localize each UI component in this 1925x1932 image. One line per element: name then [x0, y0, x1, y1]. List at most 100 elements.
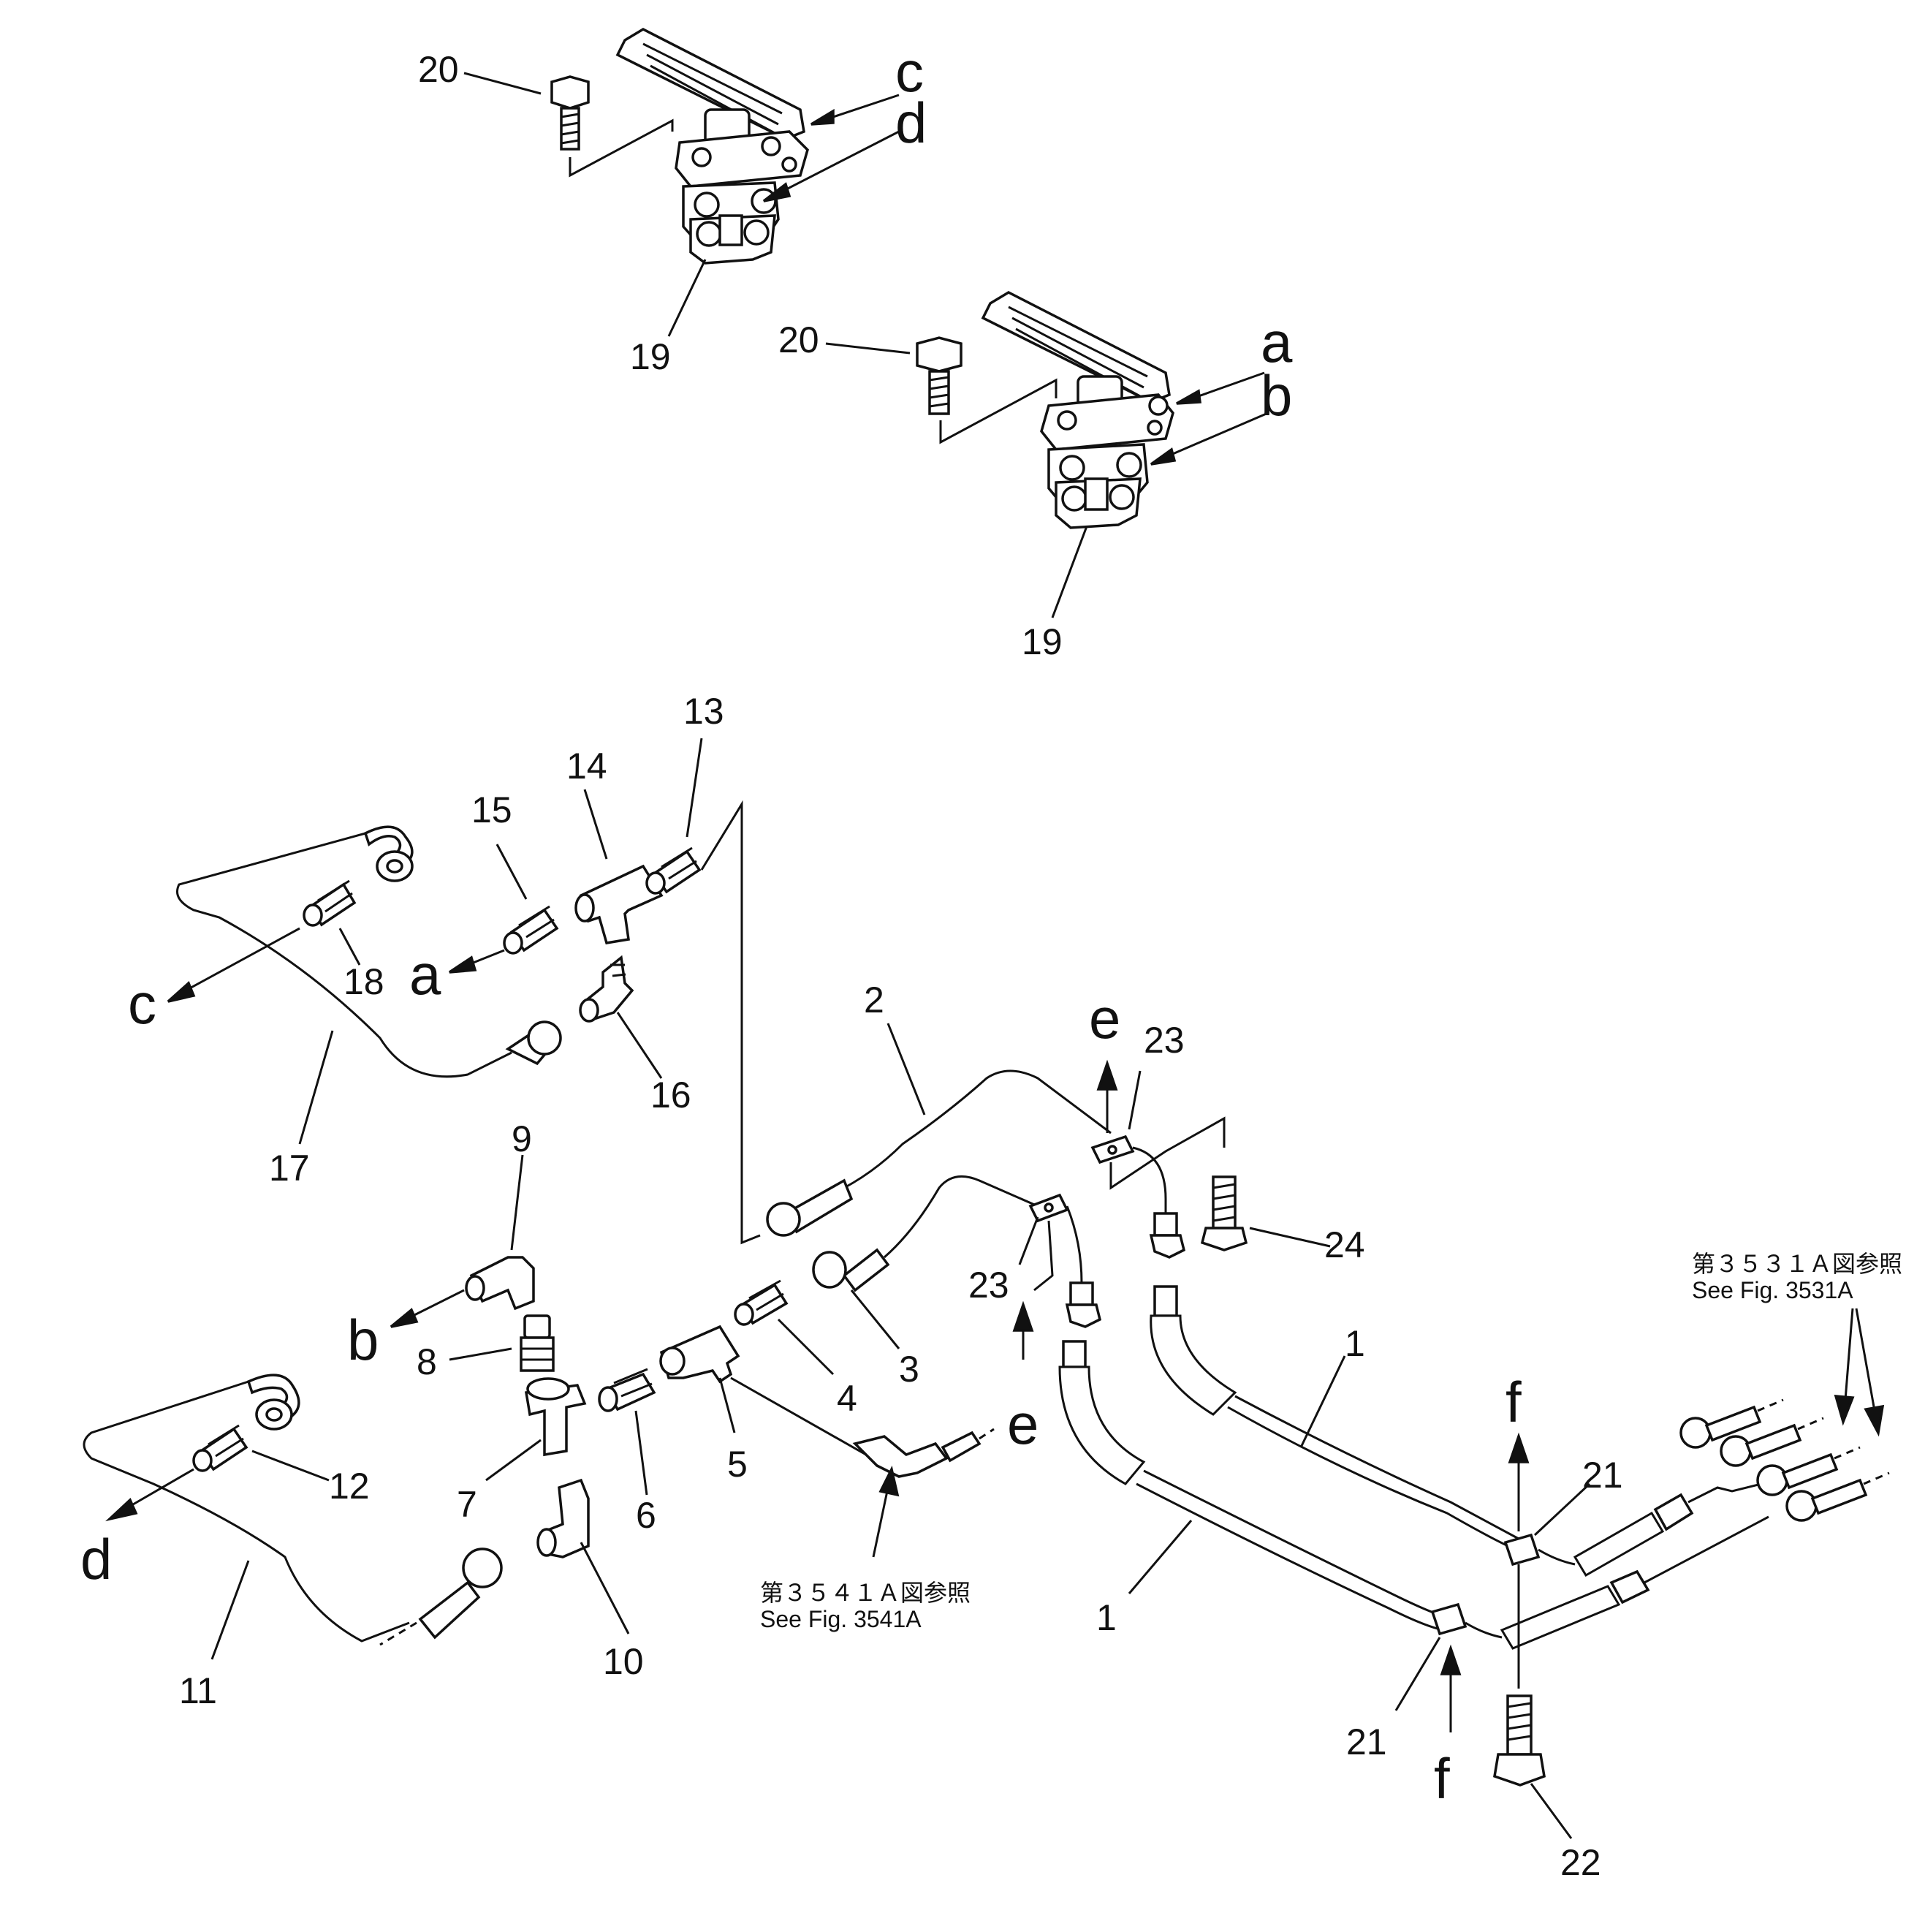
- hose-2-end-fitting: [1149, 1212, 1186, 1259]
- arrow-d-mid-line: [124, 1468, 194, 1511]
- callout-22: 22: [1560, 1842, 1601, 1883]
- leader-8: [449, 1347, 512, 1361]
- letter-d-mid: d: [80, 1527, 112, 1591]
- bolt-20-second: [916, 336, 962, 415]
- letter-f-up: f: [1506, 1370, 1522, 1434]
- arrow-c-mid: [167, 981, 196, 1003]
- leader-5: [718, 1377, 736, 1433]
- leader-21-upper: [1533, 1482, 1591, 1537]
- arrow-3531a-2: [1864, 1404, 1885, 1437]
- leader-20-top: [463, 72, 542, 95]
- leader-4: [777, 1318, 835, 1376]
- leader-11: [210, 1560, 250, 1660]
- callout-19-top: 19: [630, 336, 671, 377]
- arrow-3531a-line-2: [1855, 1308, 1876, 1412]
- letter-e-down: e: [1007, 1392, 1039, 1456]
- brake-valve-second: [981, 290, 1174, 529]
- bolt-20-second-guide: [939, 378, 1058, 444]
- hose-1-upper-tail: [1538, 1548, 1576, 1566]
- callout-10: 10: [603, 1641, 644, 1682]
- leader-14: [583, 789, 608, 860]
- tube-to-3531a-upper: [1687, 1482, 1762, 1504]
- clamp-23-lower: [1028, 1193, 1069, 1223]
- letter-a-mid: a: [409, 942, 441, 1007]
- leader-23-upper: [1128, 1070, 1142, 1130]
- hose-1-upper-end: [1653, 1493, 1694, 1531]
- arrow-a-top: [1176, 389, 1201, 405]
- letter-f-down: f: [1434, 1746, 1450, 1811]
- elbow-3541a: [852, 1428, 995, 1478]
- tee-14: [574, 864, 664, 944]
- arrow-3541a-line: [872, 1487, 889, 1558]
- callout-14: 14: [566, 746, 607, 787]
- arrow-b-top: [1150, 447, 1177, 466]
- connector-6: [598, 1368, 656, 1412]
- elbow-10: [536, 1478, 590, 1558]
- reference-center-en: See Fig. 3541A: [760, 1606, 922, 1632]
- callout-15: 15: [471, 789, 512, 830]
- hose-2-fitting: [766, 1178, 854, 1237]
- callout-17: 17: [269, 1148, 310, 1189]
- arrow-b-mid: [390, 1308, 419, 1328]
- tube-11: [83, 1380, 410, 1643]
- arrow-3531a-1: [1834, 1395, 1855, 1426]
- leader-c-top: [832, 94, 900, 118]
- letter-b-mid: b: [347, 1308, 379, 1372]
- tube-17-fitting: [505, 1020, 562, 1066]
- callout-11: 11: [179, 1670, 217, 1711]
- callout-13: 13: [683, 691, 724, 732]
- letter-c-mid: c: [128, 971, 156, 1036]
- leader-17: [298, 1030, 334, 1145]
- callout-9: 9: [512, 1118, 532, 1159]
- hose-1-lower: [1058, 1340, 1446, 1632]
- hose-1-upper: [1150, 1285, 1519, 1551]
- bolt-24: [1200, 1175, 1248, 1251]
- callout-18: 18: [343, 961, 384, 1002]
- leader-1-upper: [1299, 1355, 1346, 1448]
- arrow-3541a: [878, 1465, 900, 1497]
- hose-2: [810, 1069, 1112, 1204]
- guide-13-down: [700, 800, 761, 1245]
- hose-3-down: [1066, 1205, 1083, 1284]
- leader-12: [251, 1450, 330, 1482]
- fitting-3531a-4: [1785, 1471, 1890, 1522]
- callout-2: 2: [864, 980, 884, 1020]
- leader-13: [686, 738, 703, 838]
- tube-to-3531a-lower: [1644, 1515, 1769, 1584]
- arrow-e-up: [1096, 1059, 1118, 1091]
- elbow-16: [579, 955, 634, 1023]
- arrow-d-mid: [105, 1498, 138, 1522]
- callout-6: 6: [636, 1495, 656, 1536]
- callout-3: 3: [899, 1349, 919, 1390]
- leader-18: [338, 928, 361, 966]
- leader-7: [485, 1439, 542, 1482]
- tee-5: [659, 1325, 740, 1384]
- callout-23-upper: 23: [1144, 1020, 1185, 1061]
- letter-b-top: b: [1261, 363, 1292, 428]
- arrow-d-top: [762, 182, 791, 202]
- connector-4: [734, 1279, 789, 1326]
- clamp-21-lower: [1430, 1602, 1468, 1636]
- arrow-f-up: [1508, 1432, 1530, 1463]
- elbow-9: [465, 1256, 535, 1311]
- tee-7: [524, 1377, 587, 1457]
- tube-11-fitting: [379, 1548, 503, 1646]
- leader-19-second: [1051, 526, 1088, 618]
- leader-9: [510, 1154, 524, 1251]
- hose-3: [884, 1175, 1039, 1259]
- tube-5-line: [730, 1376, 867, 1456]
- callout-19-second: 19: [1022, 621, 1063, 662]
- leader-15: [496, 844, 528, 900]
- leader-23-lower: [1018, 1216, 1039, 1265]
- leader-20-second: [825, 342, 911, 355]
- leader-3: [850, 1289, 900, 1349]
- connector-12: [192, 1424, 248, 1472]
- arrow-3531a-line-1: [1844, 1308, 1854, 1401]
- callout-24: 24: [1324, 1224, 1365, 1265]
- arrow-c-top: [810, 108, 835, 126]
- connector-15: [503, 905, 559, 955]
- tube-17: [176, 832, 512, 1078]
- arrow-e-down: [1012, 1300, 1034, 1332]
- callout-21-lower: 21: [1346, 1721, 1387, 1762]
